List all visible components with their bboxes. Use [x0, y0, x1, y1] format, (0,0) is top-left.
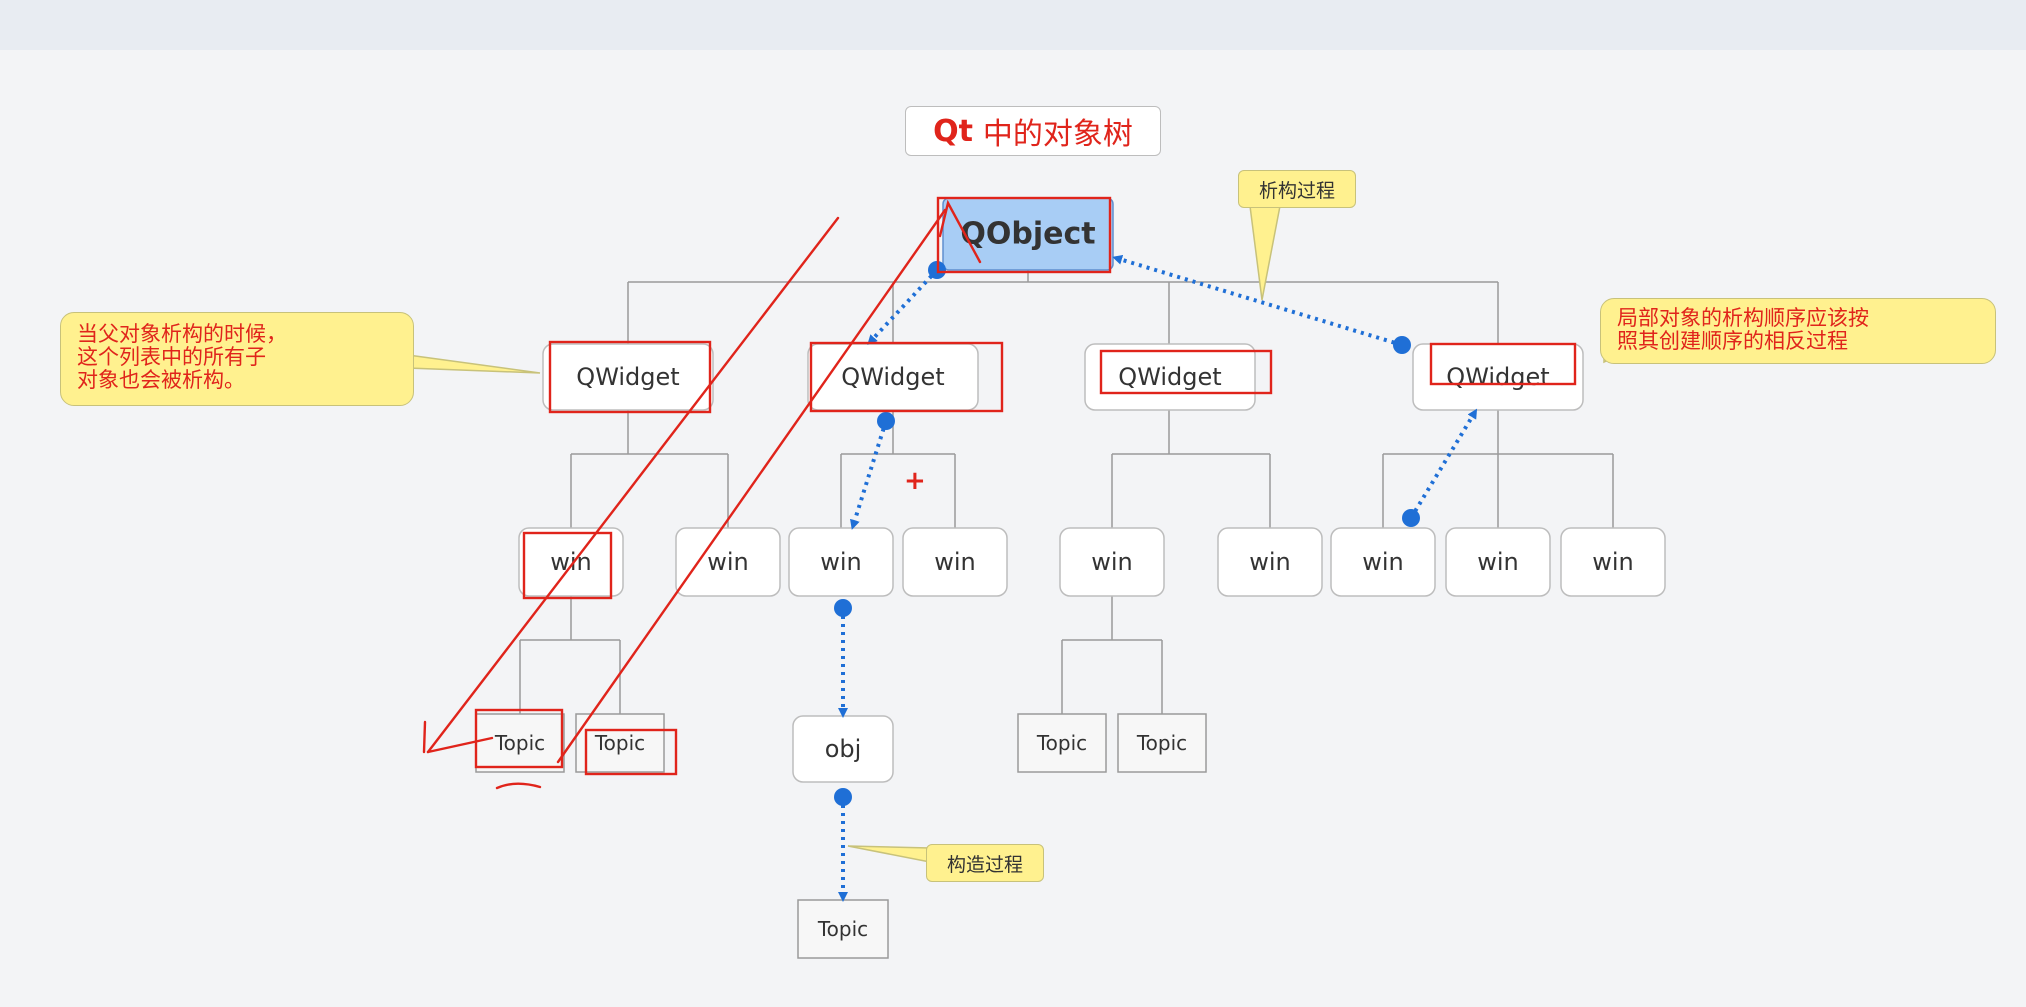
construct-process-label: 构造过程	[946, 853, 1023, 876]
qwidget-node: QWidget	[542, 343, 714, 411]
topic-node: Topic	[575, 713, 665, 773]
highlight-box	[1099, 349, 1273, 395]
obj-node: obj	[792, 715, 894, 783]
highlight-box	[474, 708, 564, 769]
topic-label: Topic	[494, 731, 545, 755]
qwidget-label: QWidget	[576, 363, 679, 391]
construct-tag-pointer	[847, 845, 931, 863]
arrow-dot	[1393, 336, 1411, 354]
win-node: win	[1330, 527, 1436, 597]
left-callout-pointer	[407, 354, 541, 374]
callout-line: 当父对象析构的时候，	[77, 322, 287, 346]
win-label: win	[550, 548, 592, 576]
destruct-tag-pointer	[1249, 205, 1281, 301]
win-label: win	[1592, 548, 1634, 576]
topic-node: Topic	[797, 899, 889, 959]
qwidget-label: QWidget	[1446, 363, 1549, 391]
arrow-dots	[834, 261, 1420, 806]
arrow-qobject-to-qwidget	[867, 268, 939, 345]
qwidget-node: QWidget	[807, 343, 979, 411]
win-node: win	[788, 527, 894, 597]
destruct-process-label: 析构过程	[1258, 179, 1335, 202]
highlight-box	[548, 340, 712, 414]
stroke-line	[422, 720, 427, 754]
callout-line: 对象也会被析构。	[77, 368, 245, 392]
topic-label: Topic	[594, 731, 645, 755]
topic-node: Topic	[475, 713, 565, 773]
win-label: win	[1091, 548, 1133, 576]
obj-label: obj	[825, 735, 862, 763]
topic-node: Topic	[1117, 713, 1207, 773]
topic-label: Topic	[817, 917, 868, 941]
arrow-qwidget-to-win	[850, 420, 888, 530]
stroke-line	[426, 216, 840, 754]
tree-connectors	[519, 268, 1614, 714]
construct-process-tag: 构造过程	[926, 844, 1044, 882]
page-title: Qt 中的对象树	[905, 106, 1161, 156]
win-label: win	[1249, 548, 1291, 576]
qwidget-label: QWidget	[841, 363, 944, 391]
topic-node: Topic	[1017, 713, 1107, 773]
cursor-crosshair: +	[904, 466, 926, 496]
qobject-node: QObject	[942, 197, 1114, 271]
topic-label: Topic	[1036, 731, 1087, 755]
win-node: win	[1445, 527, 1551, 597]
win-label: win	[1477, 548, 1519, 576]
win-node: win	[902, 527, 1008, 597]
callout-line: 局部对象的析构顺序应该按	[1617, 306, 1869, 330]
qobject-label: QObject	[960, 217, 1095, 252]
highlight-box	[522, 531, 613, 600]
highlight-box	[584, 728, 678, 776]
stroke-line	[426, 736, 494, 754]
win-label: win	[934, 548, 976, 576]
win-node: win	[518, 527, 624, 597]
arrow-dot	[834, 788, 852, 806]
topic-label: Topic	[1136, 731, 1187, 755]
qwidget-node: QWidget	[1084, 343, 1256, 411]
red-annotations	[422, 196, 1577, 790]
title-text: 中的对象树	[982, 117, 1133, 152]
highlight-box	[1429, 342, 1577, 386]
stroke-line	[495, 782, 542, 790]
callout-line: 照其创建顺序的相反过程	[1617, 329, 1848, 353]
arrow-qwidget-to-qobject	[1112, 254, 1403, 347]
ownership-arrows	[838, 254, 1478, 902]
title-prefix: Qt	[933, 113, 973, 149]
highlight-box	[936, 196, 1112, 274]
win-label: win	[707, 548, 749, 576]
left-callout: 当父对象析构的时候， 这个列表中的所有子 对象也会被析构。	[60, 312, 414, 406]
qwidget-label: QWidget	[1118, 363, 1221, 391]
stroke-line	[938, 199, 982, 264]
win-node: win	[1217, 527, 1323, 597]
arrow-dot	[834, 599, 852, 617]
win-node: win	[1059, 527, 1165, 597]
arrow-dot	[877, 412, 895, 430]
callout-line: 这个列表中的所有子	[77, 345, 266, 369]
top-band	[0, 0, 2026, 50]
win-label: win	[820, 548, 862, 576]
arrow-dot	[1402, 509, 1420, 527]
qwidget-node: QWidget	[1412, 343, 1584, 411]
win-node: win	[1560, 527, 1666, 597]
win-label: win	[1362, 548, 1404, 576]
right-callout: 局部对象的析构顺序应该按 照其创建顺序的相反过程	[1600, 298, 1996, 364]
stroke-line	[556, 208, 947, 764]
highlight-box	[809, 341, 1004, 413]
win-node: win	[675, 527, 781, 597]
destruct-process-tag: 析构过程	[1238, 170, 1356, 208]
arrow-win-to-qwidget	[1409, 408, 1478, 520]
